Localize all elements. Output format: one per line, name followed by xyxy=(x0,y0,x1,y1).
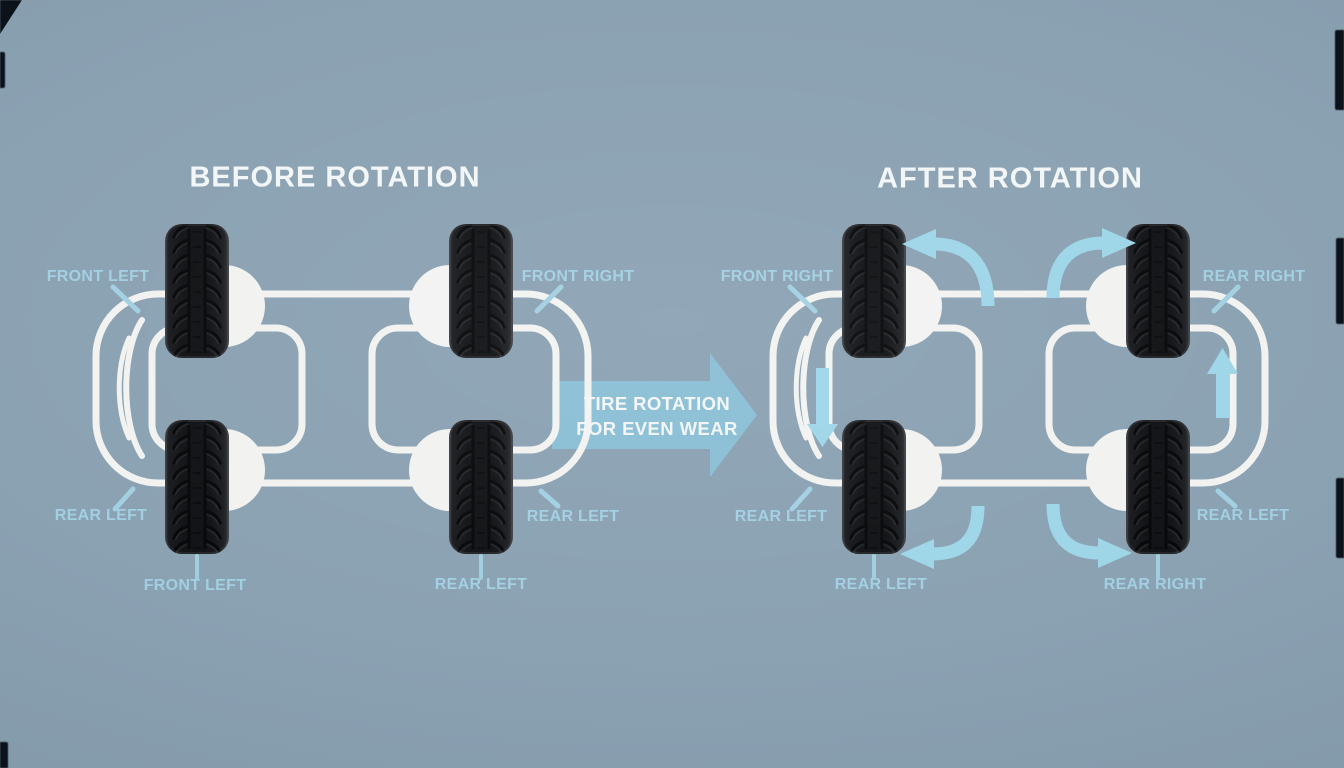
edge-artifact xyxy=(1336,478,1344,558)
after-caption-left: REAR LEFT xyxy=(834,576,928,593)
center-arrow-line1: TIRE ROTATION xyxy=(583,393,731,414)
after-title: AFTER ROTATION xyxy=(877,162,1143,195)
after-label-front-right: FRONT RIGHT xyxy=(720,268,834,285)
before-label-front-left: FRONT LEFT xyxy=(46,268,150,285)
curved-rotation-arrow-top-left xyxy=(902,229,995,307)
edge-artifact xyxy=(1335,30,1344,110)
before-caption-left: FRONT LEFT xyxy=(143,577,247,594)
after-label-rear-left: REAR LEFT xyxy=(734,508,828,525)
car-before xyxy=(96,224,588,578)
curved-rotation-arrow-top-right xyxy=(1046,228,1136,299)
center-arrow-caption: TIRE ROTATION FOR EVEN WEAR xyxy=(576,391,737,441)
before-label-rear-right: REAR LEFT xyxy=(526,508,620,525)
curved-rotation-arrow-bottom-right xyxy=(1046,503,1132,568)
car-after xyxy=(773,224,1265,578)
rotation-arrows xyxy=(807,228,1238,569)
before-caption-right: REAR LEFT xyxy=(434,576,528,593)
after-label-rear-left-2: REAR LEFT xyxy=(1196,507,1290,524)
before-label-front-right: FRONT RIGHT xyxy=(521,268,635,285)
down-arrow xyxy=(807,368,838,447)
after-label-rear-right: REAR RIGHT xyxy=(1202,268,1306,285)
before-title: BEFORE ROTATION xyxy=(189,161,481,194)
center-arrow-line2: FOR EVEN WEAR xyxy=(576,418,738,439)
big-right-arrow xyxy=(552,353,757,477)
before-label-rear-left: REAR LEFT xyxy=(54,507,148,524)
edge-artifact xyxy=(0,742,8,768)
up-arrow xyxy=(1207,348,1238,418)
edge-artifact xyxy=(1336,238,1344,324)
after-caption-right: REAR RIGHT xyxy=(1103,576,1207,593)
edge-artifact xyxy=(0,52,5,88)
curved-rotation-arrow-bottom-left xyxy=(900,505,985,569)
